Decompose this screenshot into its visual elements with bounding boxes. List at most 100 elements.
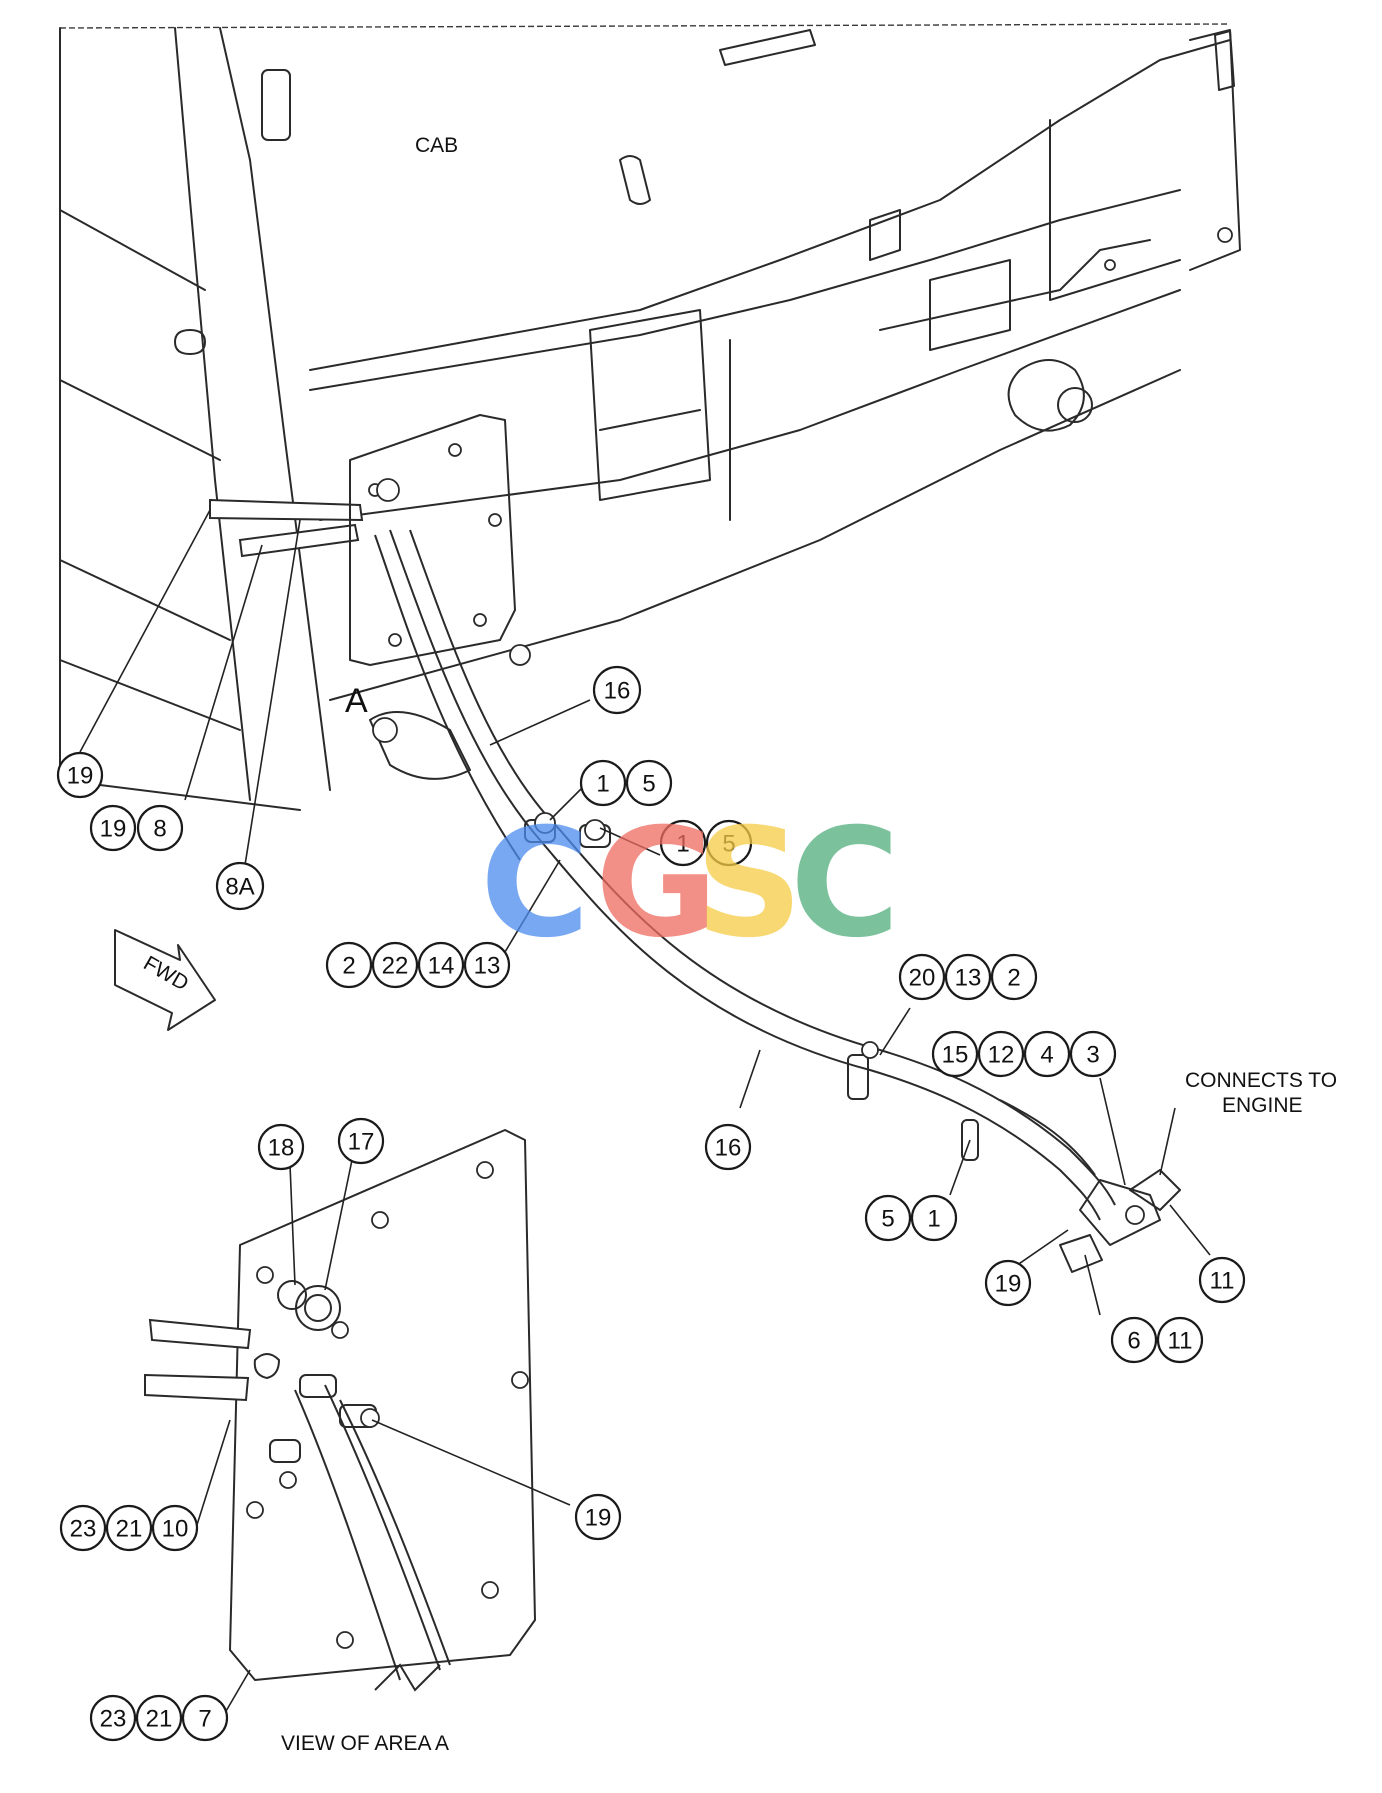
callout-number: 19 xyxy=(585,1505,612,1532)
callout-bubble xyxy=(704,1123,752,1171)
callout-number: 3 xyxy=(1086,1042,1099,1069)
callout-number: 19 xyxy=(67,763,94,790)
area-a-marker: A xyxy=(345,682,368,720)
callout-group-g16b: 16 xyxy=(704,1123,752,1171)
callout-number: 23 xyxy=(70,1516,97,1543)
callout-bubble xyxy=(1110,1316,1158,1364)
callout-bubble xyxy=(984,1259,1032,1307)
callout-bubble xyxy=(1023,1030,1071,1078)
callout-number: 20 xyxy=(909,965,936,992)
callout-bubble xyxy=(574,1493,622,1541)
callout-bubble xyxy=(592,665,642,715)
callout-group-g23-21-7: 23 21 7 xyxy=(89,1694,229,1742)
watermark-letter-4: C xyxy=(790,797,900,971)
watermark-letter-1: C xyxy=(480,797,590,971)
callout-bubble xyxy=(181,1694,229,1742)
callout-bubble xyxy=(215,861,265,911)
callout-number: 21 xyxy=(116,1516,143,1543)
callout-group-g17: 17 xyxy=(337,1117,385,1165)
callout-group-g19a: 19 xyxy=(56,751,104,799)
callout-bubble xyxy=(944,953,992,1001)
callout-bubble xyxy=(625,759,673,807)
callout-bubble xyxy=(864,1194,912,1242)
callout-number: 4 xyxy=(1040,1042,1053,1069)
watermark-letter-2: G xyxy=(595,797,718,971)
callout-bubble xyxy=(135,1694,183,1742)
callout-bubble xyxy=(89,1694,137,1742)
callout-number: 1 xyxy=(596,771,609,798)
callout-number: 17 xyxy=(348,1129,375,1156)
callout-number: 1 xyxy=(927,1206,940,1233)
callout-number: 8A xyxy=(225,874,254,901)
callout-number: 5 xyxy=(642,771,655,798)
cab-label: CAB xyxy=(415,134,458,157)
callout-bubble xyxy=(59,1504,107,1552)
callout-number: 15 xyxy=(942,1042,969,1069)
callout-number: 11 xyxy=(1210,1268,1235,1295)
watermark: C G S C xyxy=(480,797,900,971)
callout-number: 12 xyxy=(988,1042,1015,1069)
view-of-area-a xyxy=(144,1129,536,1692)
callout-number: 2 xyxy=(342,953,355,980)
callout-bubble xyxy=(705,819,753,867)
connects-to-engine-line2: ENGINE xyxy=(1222,1094,1303,1117)
watermark-letter-3: S xyxy=(695,797,803,971)
callout-number: 19 xyxy=(995,1271,1022,1298)
callout-bubble xyxy=(337,1117,385,1165)
view-of-area-a-label: VIEW OF AREA A xyxy=(281,1732,449,1755)
main-hose xyxy=(374,529,1181,1273)
callout-number: 18 xyxy=(268,1135,295,1162)
callout-group-g8a: 8A xyxy=(215,861,265,911)
callout-number: 13 xyxy=(955,965,982,992)
callout-bubble xyxy=(463,941,511,989)
callout-bubble xyxy=(910,1194,958,1242)
callout-number: 5 xyxy=(881,1206,894,1233)
callout-number: 22 xyxy=(382,953,409,980)
callout-bubble xyxy=(1069,1030,1117,1078)
callout-group-g19c: 19 xyxy=(574,1493,622,1541)
callout-number: 2 xyxy=(1007,965,1020,992)
callout-number: 7 xyxy=(198,1706,211,1733)
callout-group-g18: 18 xyxy=(257,1123,305,1171)
callout-bubble xyxy=(257,1123,305,1171)
callout-number: 16 xyxy=(604,678,631,705)
callout-number: 21 xyxy=(146,1706,173,1733)
callout-bubble xyxy=(151,1504,199,1552)
callout-bubble xyxy=(1198,1256,1246,1304)
connects-to-engine-line1: CONNECTS TO xyxy=(1185,1069,1337,1092)
fwd-label: FWD xyxy=(139,952,192,996)
callout-bubble xyxy=(1156,1316,1204,1364)
callout-bubble xyxy=(417,941,465,989)
callout-number: 1 xyxy=(676,831,689,858)
callout-group-g23-21-10: 23 21 10 xyxy=(59,1504,199,1552)
callout-bubble xyxy=(659,819,707,867)
callout-number: 19 xyxy=(100,816,127,843)
callout-number: 16 xyxy=(715,1135,742,1162)
callout-bubble xyxy=(371,941,419,989)
callout-bubble xyxy=(56,751,104,799)
callout-group-g6-11: 6 11 xyxy=(1110,1316,1204,1364)
callout-number: 5 xyxy=(722,831,735,858)
fwd-arrow: FWD xyxy=(114,929,216,1031)
leader-lines xyxy=(79,509,1211,1719)
callout-group-g16a: 16 xyxy=(592,665,642,715)
callout-number: 10 xyxy=(162,1516,189,1543)
callout-group-g15-12-4-3: 15 12 4 3 xyxy=(931,1030,1117,1078)
callout-number: 23 xyxy=(100,1706,127,1733)
callout-bubble xyxy=(325,941,373,989)
callout-bubble xyxy=(898,953,946,1001)
cab-structure xyxy=(59,23,1241,811)
callout-bubble xyxy=(579,759,627,807)
callout-group-g11: 11 xyxy=(1198,1256,1246,1304)
callout-group-g20-13-2: 20 13 2 xyxy=(898,953,1038,1001)
callout-number: 6 xyxy=(1127,1328,1140,1355)
callout-number: 11 xyxy=(1168,1328,1193,1355)
